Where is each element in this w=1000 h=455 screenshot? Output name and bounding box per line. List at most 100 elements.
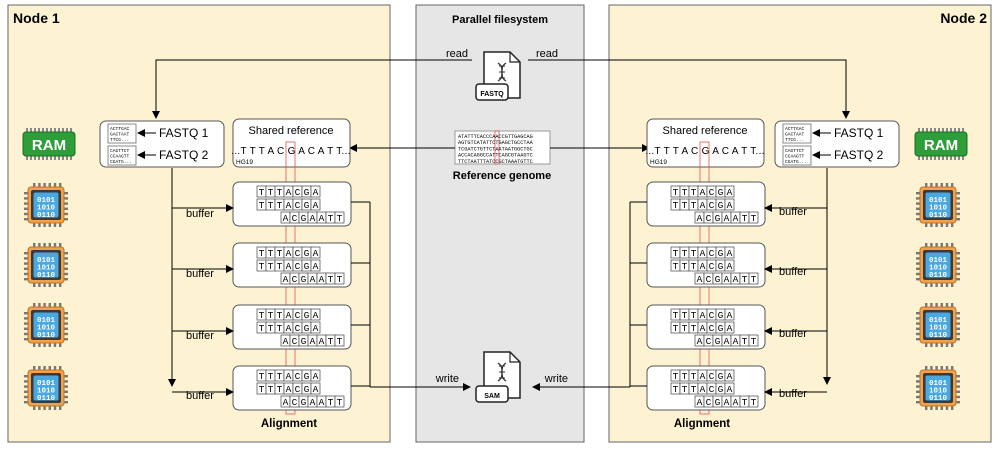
cpu-binary-line: 1010 [37,265,56,273]
read-base: G [304,187,310,198]
read-base: T [673,371,679,382]
read-base: T [682,261,688,272]
read-base: T [682,187,688,198]
read-base: T [691,371,697,382]
cpu-binary-line: 0110 [929,332,948,340]
read-base: T [268,248,274,259]
read-base: C [295,371,301,382]
read-base: A [319,274,325,285]
read-label-right: read [536,48,558,60]
genome-line: TTCTAATTTATCCGCTAAATGTTC [458,159,533,165]
buffer-label: buffer [779,328,807,340]
read-base: T [259,248,265,259]
read-base: T [268,384,274,395]
node2-contents: RAM0101101001100101101001100101101001100… [629,118,968,430]
read-base: T [673,261,679,272]
ram-icon: RAM [914,128,968,160]
write-label-right: write [544,373,568,385]
read-base: A [700,200,706,211]
read-base: A [286,384,292,395]
read-base: A [727,248,733,259]
node1-title: Node 1 [13,10,60,26]
shared-reference-build: HG19 [650,159,667,166]
cpu-binary-line: 0110 [929,212,948,220]
fastq-snippet-line: CGATG... [785,159,807,165]
fastq-snippet-line: CCAAGTT [785,154,805,160]
read-base: T [751,397,757,408]
read-base: T [673,200,679,211]
read-base: G [301,213,307,224]
read-base: A [283,397,289,408]
read-base: A [727,200,733,211]
read-base: C [709,371,715,382]
sam-file-label: SAM [484,393,500,400]
genome-line: AGTGTCATATTCTGAGCTGCCTAA [458,140,534,146]
cpu-binary-line: 0101 [929,380,948,388]
read-base: T [268,261,274,272]
read-base: C [295,187,301,198]
read-base: G [304,248,310,259]
fastq-snippet-line: ACTTGAC [110,126,130,132]
read-base: G [301,397,307,408]
read-base: A [727,323,733,334]
read-base: A [310,397,316,408]
read-base: T [259,261,265,272]
read-base: A [313,323,319,334]
shared-reference-sequence: ...T T T A C G A C A T T... [645,146,764,157]
read-base: T [742,274,748,285]
read-base: T [751,213,757,224]
read-base: T [691,248,697,259]
cpu-binary-line: 1010 [37,325,56,333]
fastq-label: FASTQ 2 [834,148,884,162]
cpu-binary-line: 0101 [37,380,56,388]
read-base: C [709,187,715,198]
read-base: G [304,200,310,211]
read-label-left: read [446,48,468,60]
read-base: C [292,213,298,224]
read-base: G [715,213,721,224]
read-base: A [697,213,703,224]
cpu-binary-line: 0101 [37,197,56,205]
read-base: T [277,310,283,321]
read-base: C [709,310,715,321]
read-base: C [706,397,712,408]
read-base: T [328,274,334,285]
read-base: C [706,336,712,347]
read-base: T [259,323,265,334]
cpu-binary-line: 1010 [929,325,948,333]
buffer-label: buffer [186,268,214,280]
read-base: A [286,248,292,259]
read-base: T [277,323,283,334]
read-base: T [268,323,274,334]
buffer-label: buffer [186,330,214,342]
read-base: C [292,336,298,347]
cpu-binary-line: 1010 [929,388,948,396]
read-base: T [742,213,748,224]
read-base: T [268,371,274,382]
cpu-binary-line: 0101 [37,317,56,325]
read-base: T [277,384,283,395]
read-base: T [268,187,274,198]
read-base: T [673,384,679,395]
read-base: T [328,213,334,224]
node1-contents: RAM0101101001100101101001100101101001100… [22,118,371,430]
read-base: A [313,200,319,211]
read-base: G [715,274,721,285]
read-base: T [682,371,688,382]
buffer-label: buffer [779,206,807,218]
read-base: A [700,323,706,334]
read-base: A [319,213,325,224]
read-base: T [337,274,343,285]
node2-title: Node 2 [940,10,987,26]
buffer-label: buffer [186,208,214,220]
fastq-snippet-line: CCAAGTT [110,154,130,160]
